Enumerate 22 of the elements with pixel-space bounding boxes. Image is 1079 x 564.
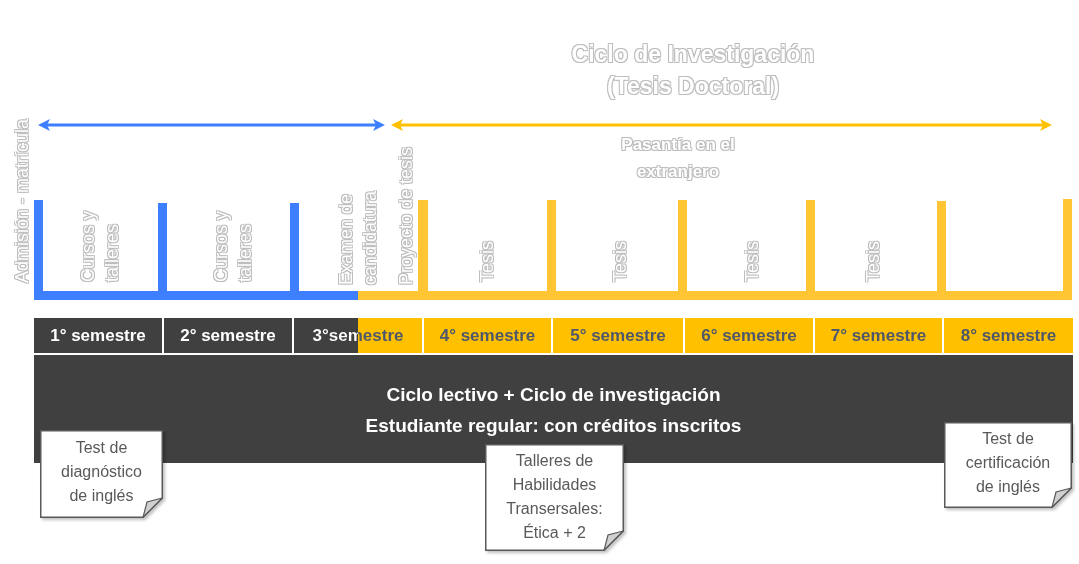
semester-tile: 5° semestre — [553, 318, 683, 353]
semester-tile: 3°semestre — [294, 318, 422, 353]
semester-tile: 8° semestre — [944, 318, 1073, 353]
phase-label: Cursos y talleres — [77, 209, 123, 282]
note-card: Test de certificación de inglés — [944, 422, 1072, 508]
phase-label: Tesis — [476, 239, 498, 282]
phase-label: Cursos y talleres — [210, 209, 256, 282]
note-card: Test de diagnóstico de inglés — [40, 430, 163, 518]
note-card: Talleres de Habilidades Transersales: Ética + 2 — [485, 444, 624, 551]
section-heading: Ciclo de Investigación (Tesis Doctoral) — [570, 40, 816, 102]
phase-label: Tesis — [741, 239, 763, 282]
semester-tile: 2° semestre — [164, 318, 292, 353]
phase-label: Admisión - matrícula — [11, 117, 33, 283]
phase-label: Proyecto de tesis — [395, 145, 418, 285]
semester-tile: 1° semestre — [34, 318, 162, 353]
phase-label: Tesis — [609, 239, 631, 282]
phase-label: Tesis — [862, 239, 884, 282]
semester-tile: 4° semestre — [424, 318, 551, 353]
phase-note: Pasantía en el extranjero — [620, 134, 736, 183]
semester-tile: 6° semestre — [685, 318, 813, 353]
phase-label: Examen de candidatura — [335, 189, 381, 285]
semester-tile: 7° semestre — [815, 318, 942, 353]
